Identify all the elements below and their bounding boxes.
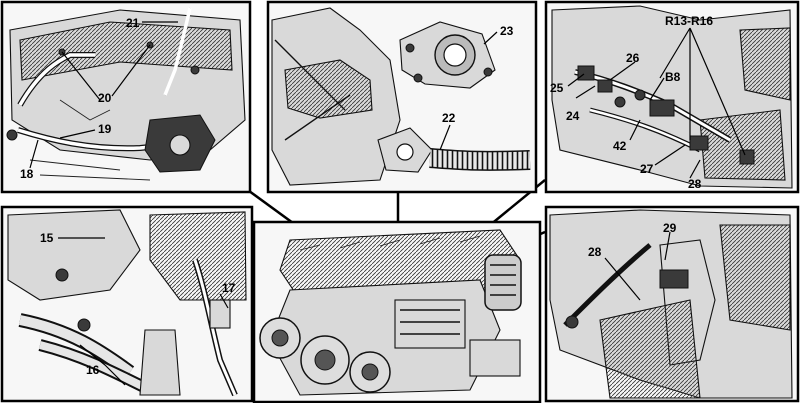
label-22: 22 <box>442 111 456 125</box>
panel-top-center: 23 22 <box>266 0 538 194</box>
label-27: 27 <box>640 162 654 176</box>
label-19: 19 <box>98 122 112 136</box>
label-29: 29 <box>663 221 677 235</box>
label-25: 25 <box>550 81 564 95</box>
panel-bottom-right: 29 28 <box>544 205 800 403</box>
label-42: 42 <box>613 139 627 153</box>
label-24: 24 <box>566 109 580 123</box>
label-17: 17 <box>222 281 236 295</box>
label-r13-r16: R13-R16 <box>665 14 713 28</box>
engine-center <box>252 220 542 403</box>
label-21: 21 <box>126 16 140 30</box>
label-26: 26 <box>626 51 640 65</box>
label-20: 20 <box>98 91 112 105</box>
panel-bottom-left: 15 17 16 <box>0 205 254 403</box>
label-b8: B8 <box>665 70 681 84</box>
panel-top-left: 21 20 19 18 <box>0 0 252 194</box>
panel-top-right: R13-R16 26 25 24 B8 42 27 28 <box>544 0 800 194</box>
label-23: 23 <box>500 24 514 38</box>
label-15: 15 <box>40 231 54 245</box>
label-28-bottom-right: 28 <box>588 245 602 259</box>
label-16: 16 <box>86 363 100 377</box>
label-18: 18 <box>20 167 34 181</box>
label-28-top-right: 28 <box>688 177 702 191</box>
